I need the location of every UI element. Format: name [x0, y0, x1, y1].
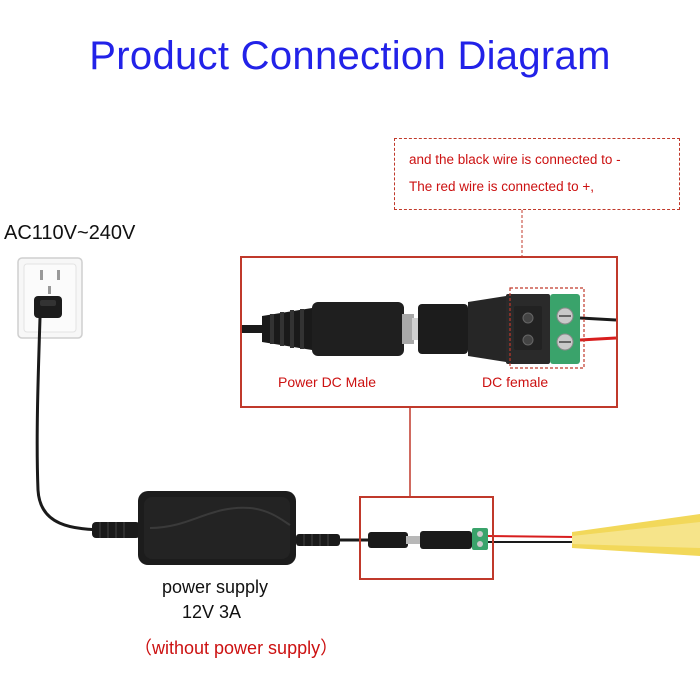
wiring-note-red: The red wire is connected to +,: [409, 179, 594, 194]
connector-highlight-box: [359, 496, 494, 580]
led-strip-icon: [572, 514, 700, 556]
power-supply-spec: 12V 3A: [182, 602, 242, 622]
wiring-note-black: and the black wire is connected to -: [409, 152, 621, 167]
ac-cord: [35, 317, 140, 532]
label-dc-male: Power DC Male: [278, 374, 377, 390]
red-wire: [487, 535, 576, 538]
page-title: Product Connection Diagram: [89, 34, 611, 78]
wiring-note-box: and the black wire is connected to - The…: [394, 138, 680, 210]
power-supply-note: （without power supply）: [134, 638, 339, 658]
zoom-connectors: [242, 287, 616, 369]
dc-male-plug-icon: [262, 302, 418, 356]
power-supply-label: power supply: [162, 577, 269, 597]
label-dc-female: DC female: [482, 374, 549, 390]
dc-connector-small: [368, 528, 488, 550]
power-adapter-icon: [138, 491, 296, 565]
strain-relief-ac: [92, 522, 140, 538]
wall-outlet-icon: [17, 257, 83, 339]
voltage-label: AC110V~240V: [4, 222, 136, 244]
connector-zoom-box: Power DC Male DC female: [240, 256, 618, 408]
strain-relief-dc: [296, 534, 340, 546]
dc-female-connector-icon: [418, 294, 580, 364]
